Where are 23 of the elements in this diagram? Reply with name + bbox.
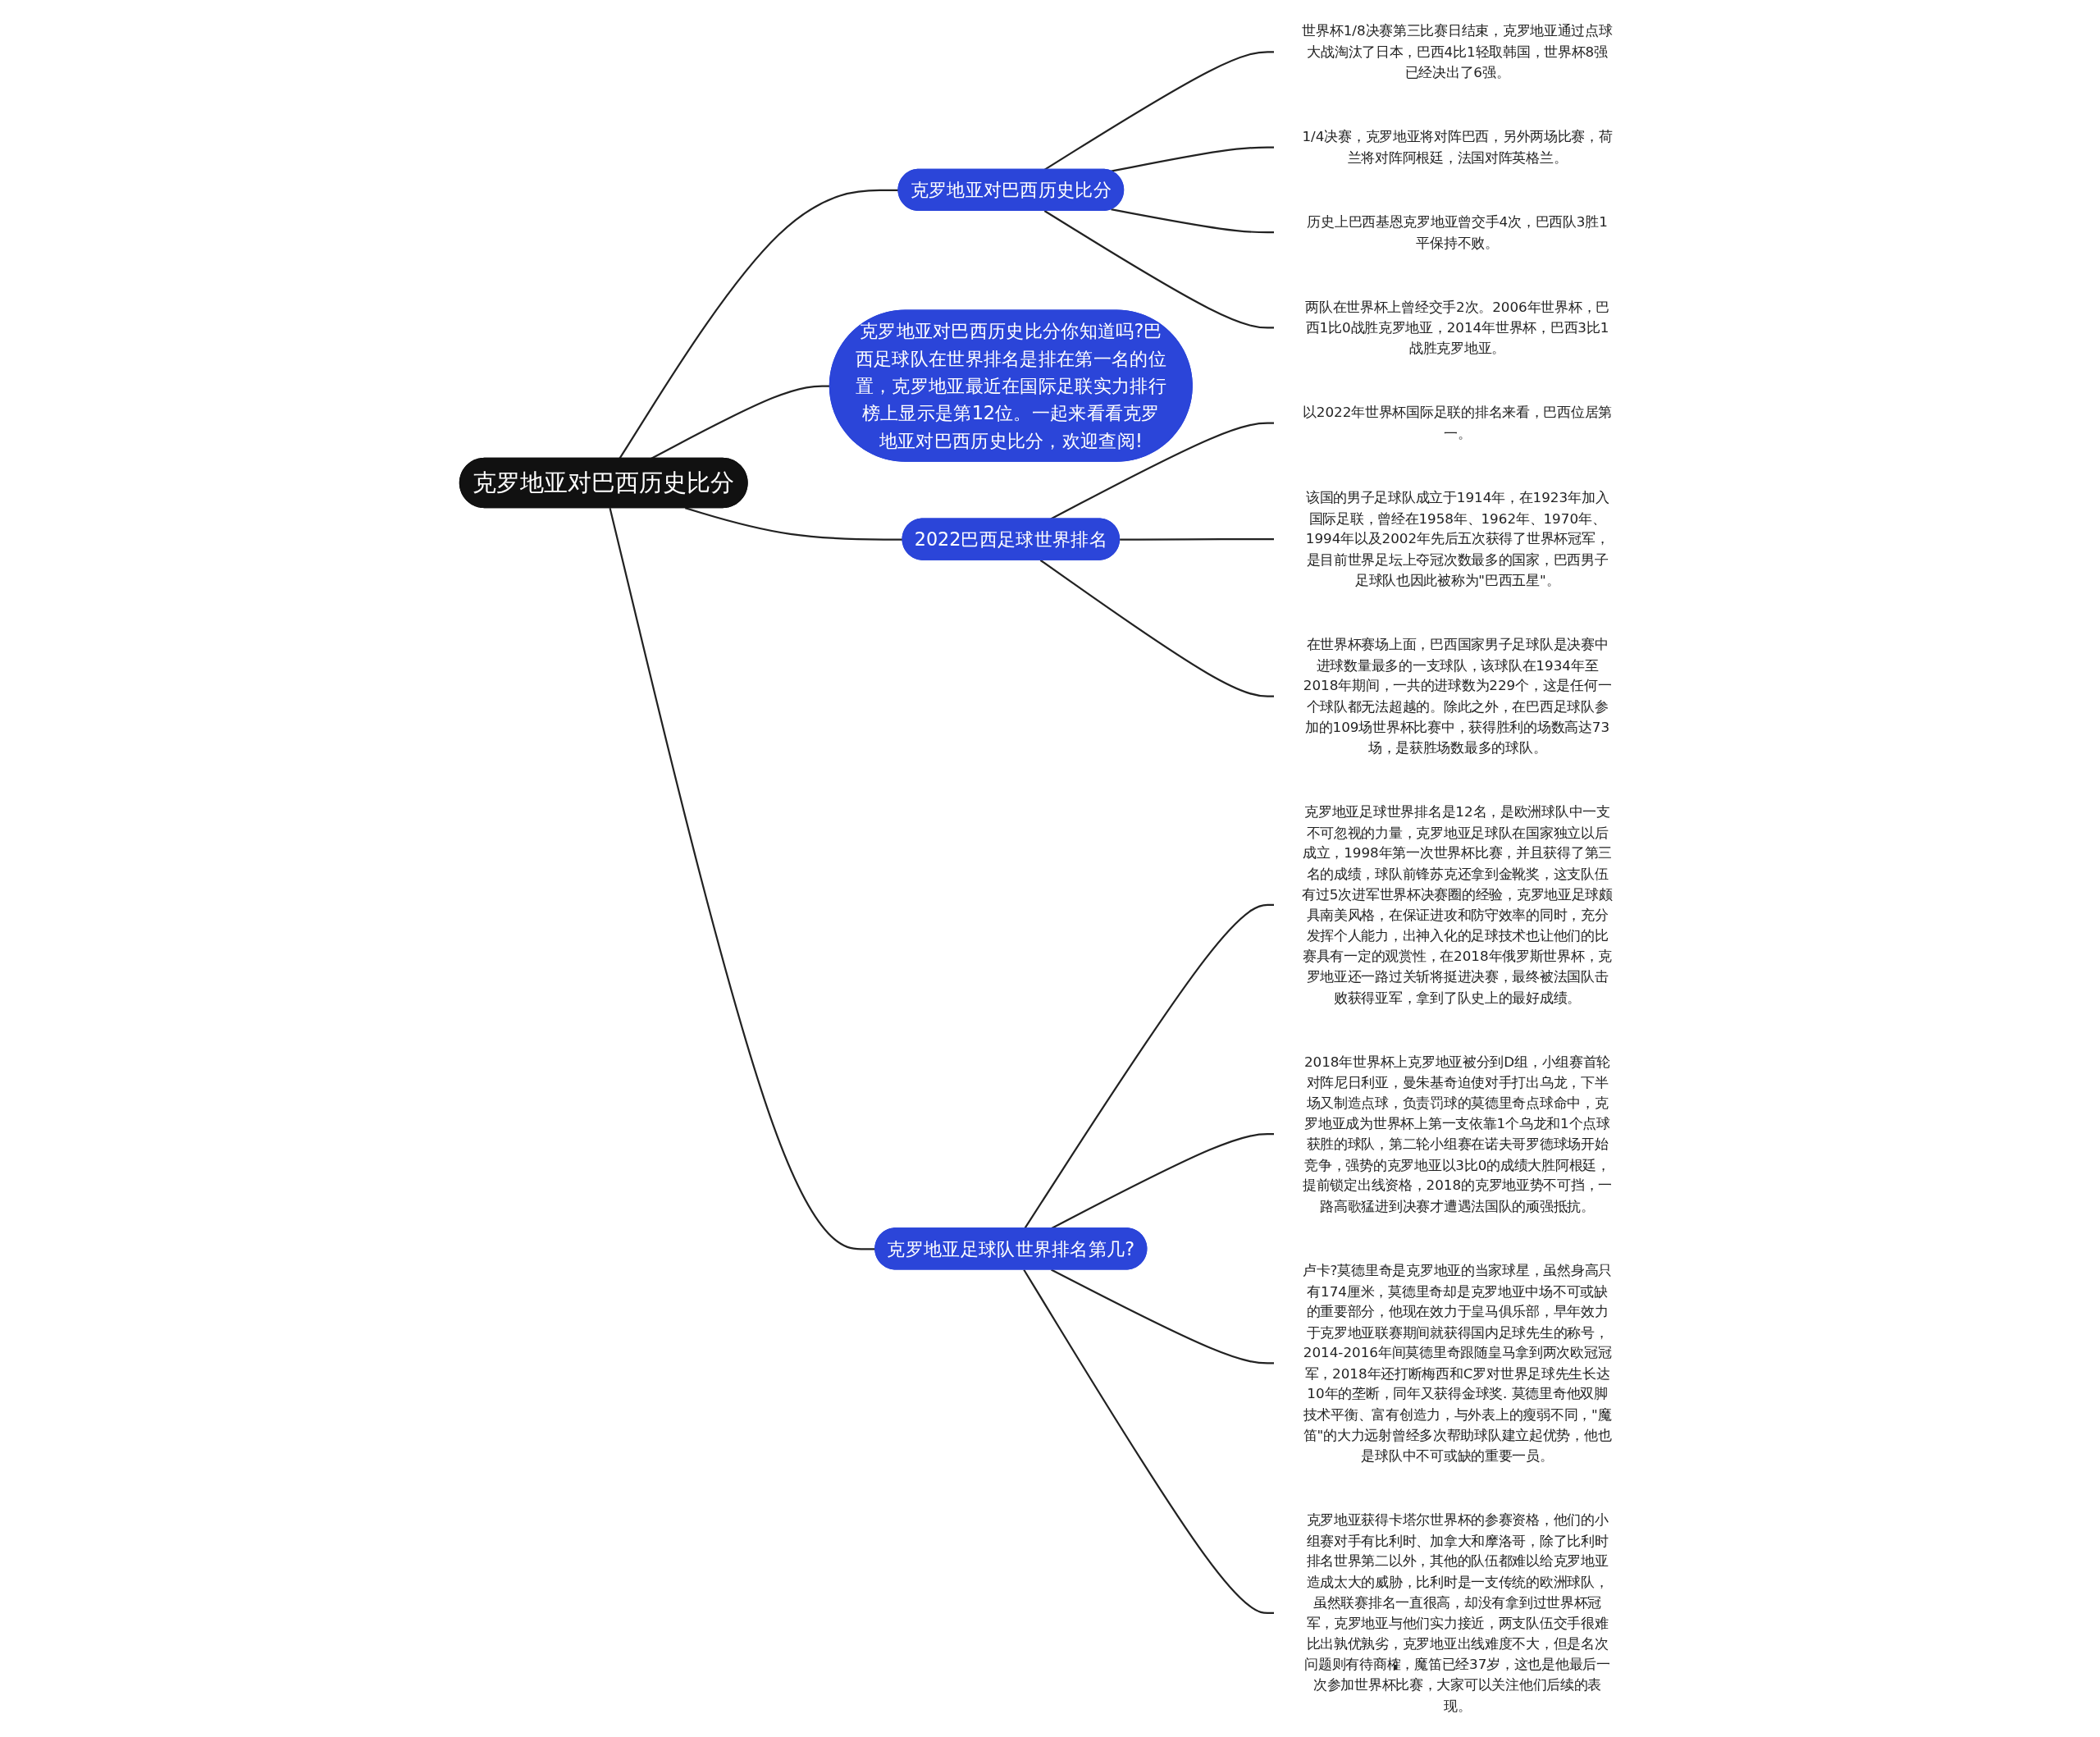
- node-text: 在世界杯赛场上面，巴西国家男子足球队是决赛中进球数量最多的一支球队，该球队在1934年至2018年期间，一共的进球数为229个，这是任何一个球队都无法超越的。除此之外，在巴西足球队参加的109场世界杯比赛中，获得胜利的场数高达73场，是获胜场数最多的球队。: [1303, 636, 1612, 757]
- node-text: 以2022年世界杯国际足联的排名来看，巴西位居第一。: [1303, 404, 1613, 442]
- node-text: 历史上巴西基恩克罗地亚曾交手4次，巴西队3胜1平保持不败。: [1307, 213, 1608, 251]
- node-text: 1/4决赛，克罗地亚将对阵巴西，另外两场比赛，荷兰将对阵阿根廷，法国对阵英格兰。: [1302, 128, 1613, 166]
- node-text: 克罗地亚获得卡塔尔世界杯的参赛资格，他们的小组赛对手有比利时、加拿大和摩洛哥，除了比利时排名世界第二以外，其他的队伍都难以给克罗地亚造成太大的威胁，比利时是一支传统的欧洲球队，虽然联赛排名一直很高，却没有拿到过世界杯冠军，克罗地亚与他们实力接近，两支队伍交手很难比出孰优孰劣，克罗地亚出线难度不大，但是名次问题则有待商榷，魔笛已经37岁，这也是他最后一次参加世界杯比赛，大家可以关注他们后续的表现。: [1304, 1511, 1610, 1714]
- node-text: 卢卡?莫德里奇是克罗地亚的当家球星，虽然身高只有174厘米，莫德里奇却是克罗地亚中场不可或缺的重要部分，他现在效力于皇马俱乐部，早年效力于克罗地亚联赛期间就获得国内足球先生的称号，2014-2016年间莫德里奇跟随皇马拿到两次欧冠冠军，2018年还打断梅西和C罗对世界足球先生长达10年的垄断，同年又获得金球奖. 莫德里奇他双脚技术平衡、富有创造力，与外表上的瘦弱不同，"魔笛"的大力远射曾经多次帮助球队建立起优势，他也是球队中不可或缺的重要一员。: [1303, 1262, 1612, 1465]
- connector: [619, 189, 899, 459]
- connector: [651, 385, 830, 459]
- connector: [1023, 1268, 1275, 1615]
- connector: [685, 507, 903, 541]
- connector: [1120, 537, 1275, 541]
- node-text: 两队在世界杯上曾经交手2次。2006年世界杯，巴西1比0战胜克罗地亚，2014年世界杯，巴西3比1战胜克罗地亚。: [1305, 299, 1610, 357]
- node-text: 世界杯1/8决赛第三比赛日结束，克罗地亚通过点球大战淘汰了日本，巴西4比1轻取韩国，世界杯8强已经决出了6强。: [1302, 22, 1613, 81]
- connector: [1051, 1268, 1275, 1364]
- connector: [1024, 903, 1275, 1229]
- connector: [1111, 208, 1275, 234]
- connector: [1111, 146, 1275, 172]
- node-text: 克罗地亚足球世界排名是12名，是欧洲球队中一支不可忽视的力量，克罗地亚足球队在国家独立以后成立，1998年第一次世界杯比赛，并且获得了第三名的成绩，球队前锋苏克还拿到金靴奖，这支队伍有过5次进军世界杯决赛圈的经验，克罗地亚足球颇具南美风格，在保证进攻和防守效率的同时，充分发挥个人能力，出神入化的足球技术也让他们的比赛具有一定的观赏性，在2018年俄罗斯世界杯，克罗地亚还一路过关斩将挺进决赛，最终被法国队击败获得亚军，拿到了队史上的最好成绩。: [1302, 803, 1613, 1006]
- connector: [1039, 559, 1275, 697]
- node-text: 该国的男子足球队成立于1914年，在1923年加入国际足联，曾经在1958年、1962年、1970年、1994年以及2002年先后五次获得了世界杯冠军，是目前世界足坛上夺冠次数最多的国家，巴西男子足球队也因此被称为"巴西五星"。: [1305, 489, 1609, 588]
- node-text: 2018年世界杯上克罗地亚被分到D组，小组赛首轮对阵尼日利亚，曼朱基奇迫使对手打出乌龙，下半场又制造点球，负责罚球的莫德里奇点球命中，克罗地亚成为世界杯上第一支依靠1个乌龙和1个点球获胜的球队，第二轮小组赛在诺夫哥罗德球场开始竞争，强势的克罗地亚以3比0的成绩大胜阿根廷，提前锁定出线资格，2018的克罗地亚势不可挡，一路高歌猛进到决赛才遭遇法国队的顽强抵抗。: [1303, 1054, 1613, 1214]
- connector: [1043, 51, 1275, 171]
- connector: [1043, 210, 1275, 329]
